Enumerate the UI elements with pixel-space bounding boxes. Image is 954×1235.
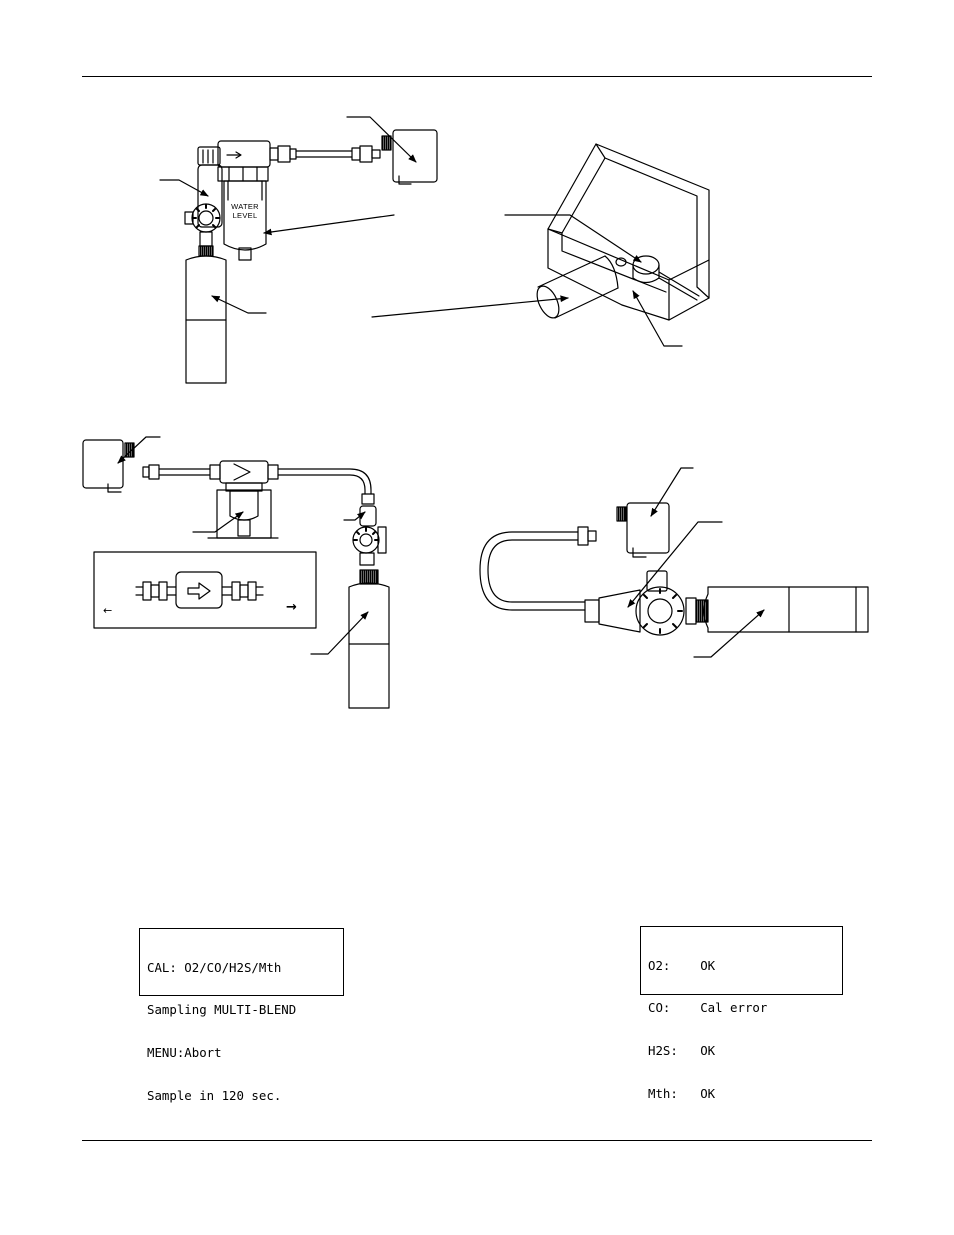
case-illustration	[371, 143, 710, 347]
gas-cylinder-1	[185, 255, 227, 384]
footer-rule	[82, 1140, 872, 1141]
instrument-2	[82, 439, 124, 489]
display-line: CAL: O2/CO/H2S/Mth	[147, 959, 282, 975]
regulator-gauge-3-icon	[635, 586, 685, 636]
assembly-middle-right	[479, 467, 869, 658]
inset-box	[93, 551, 317, 629]
display-line: CO: Cal error	[648, 1000, 768, 1016]
water-label: WATER	[231, 202, 259, 211]
display-line: Mth: OK	[648, 1086, 716, 1102]
display-line: O2: OK	[648, 957, 716, 973]
display-line: Sample in 120 sec.	[147, 1088, 282, 1104]
water-filter-bowl	[223, 180, 267, 251]
inline-filter-2	[219, 460, 269, 484]
inset-left-arrow: ←	[103, 604, 113, 617]
inset-right-arrow: →	[286, 600, 297, 615]
assembly-top-left	[159, 116, 438, 384]
instrument-1	[392, 129, 438, 183]
gas-cylinder-2	[348, 582, 390, 709]
display-sampling: CAL: O2/CO/H2S/Mth Sampling MULTI-BLEND …	[139, 928, 344, 1103]
display-line: H2S: OK	[648, 1043, 716, 1059]
display-line: MENU:Abort	[147, 1045, 222, 1061]
header-rule	[82, 76, 872, 77]
display-results: O2: OK CO: Cal error H2S: OK Mth: OK	[640, 926, 843, 1101]
inset-filter	[135, 571, 264, 609]
gas-cylinder-3	[703, 586, 869, 633]
tubing-end	[536, 285, 560, 319]
display-line: Sampling MULTI-BLEND	[147, 1002, 297, 1018]
level-label: LEVEL	[232, 211, 258, 220]
water-filter-head	[217, 140, 271, 168]
case-lid	[547, 143, 710, 299]
water-level-label: WATER LEVEL	[226, 202, 264, 220]
assembly-middle-left	[82, 436, 390, 709]
instrument-3	[626, 502, 670, 554]
elbow-fitting	[197, 146, 221, 166]
